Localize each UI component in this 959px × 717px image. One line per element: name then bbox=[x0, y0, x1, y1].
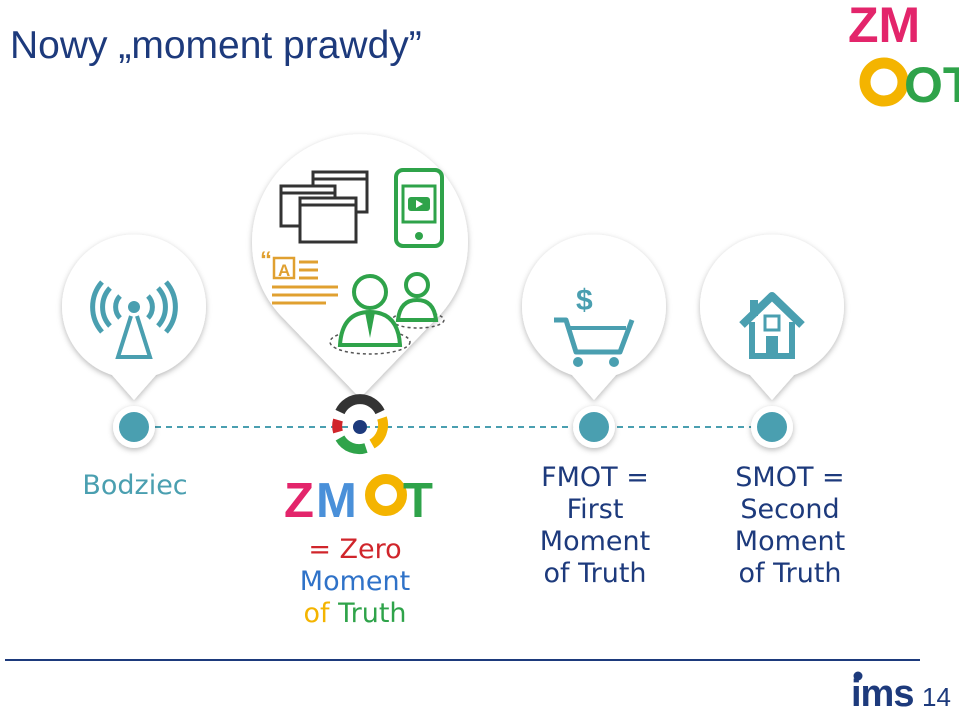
page-number: 14 bbox=[922, 682, 951, 712]
svg-text:T: T bbox=[403, 474, 433, 528]
zmot-wordmark: Z M T bbox=[284, 474, 433, 528]
pin-stimulus bbox=[61, 234, 207, 448]
svg-text:Z: Z bbox=[284, 474, 313, 528]
label-zmot-line1: = Zero bbox=[308, 534, 402, 565]
svg-text:$: $ bbox=[576, 284, 593, 317]
label-fmot-line3: Moment bbox=[539, 526, 651, 557]
label-zmot-line3: of Truth bbox=[275, 598, 435, 630]
label-stimulus: Bodziec bbox=[60, 470, 210, 502]
footer-divider bbox=[5, 659, 920, 661]
label-zmot-of: of bbox=[303, 598, 330, 629]
brand-logo: ZM OT bbox=[848, 0, 959, 113]
antenna-icon bbox=[90, 280, 178, 359]
label-smot-line2: Second bbox=[740, 494, 840, 525]
label-zmot: = Zero Moment of Truth bbox=[275, 534, 435, 630]
label-fmot-line2: First bbox=[566, 494, 624, 525]
label-zmot-line2: Moment bbox=[299, 566, 411, 597]
svg-text:M: M bbox=[316, 474, 355, 528]
pin-smot bbox=[699, 234, 845, 448]
label-smot: SMOT = Second Moment of Truth bbox=[705, 462, 875, 590]
smartphone-video-icon bbox=[394, 168, 444, 248]
brand-logo-t: OT bbox=[904, 57, 959, 113]
browser-windows-icon bbox=[279, 170, 369, 244]
slide-title: Nowy „moment prawdy” bbox=[10, 24, 422, 67]
label-fmot-line1: FMOT = bbox=[541, 462, 649, 493]
shopping-cart-dollar-icon: $ bbox=[554, 284, 635, 367]
ims-logo-text: ims bbox=[851, 673, 913, 712]
people-icon bbox=[329, 272, 445, 355]
brand-logo-o bbox=[859, 57, 909, 107]
label-fmot: FMOT = First Moment of Truth bbox=[510, 462, 680, 590]
zmot-ring-marker bbox=[332, 394, 389, 455]
label-smot-line1: SMOT = bbox=[735, 462, 845, 493]
label-fmot-line4: of Truth bbox=[543, 558, 647, 589]
house-icon bbox=[739, 292, 805, 359]
brand-logo-z: ZM bbox=[848, 0, 920, 53]
label-stimulus-text: Bodziec bbox=[82, 470, 188, 501]
label-smot-line3: Moment bbox=[734, 526, 846, 557]
label-smot-line4: of Truth bbox=[738, 558, 842, 589]
pin-fmot: $ bbox=[522, 234, 666, 448]
pin-zmot: “ A bbox=[252, 134, 468, 455]
zmot-wordmark-o bbox=[365, 474, 407, 516]
svg-text:A: A bbox=[278, 261, 290, 280]
ims-logo: ims bbox=[851, 671, 914, 712]
article-icon: “ A bbox=[260, 247, 338, 305]
label-zmot-truth: Truth bbox=[329, 598, 407, 629]
svg-text:“: “ bbox=[260, 247, 272, 274]
